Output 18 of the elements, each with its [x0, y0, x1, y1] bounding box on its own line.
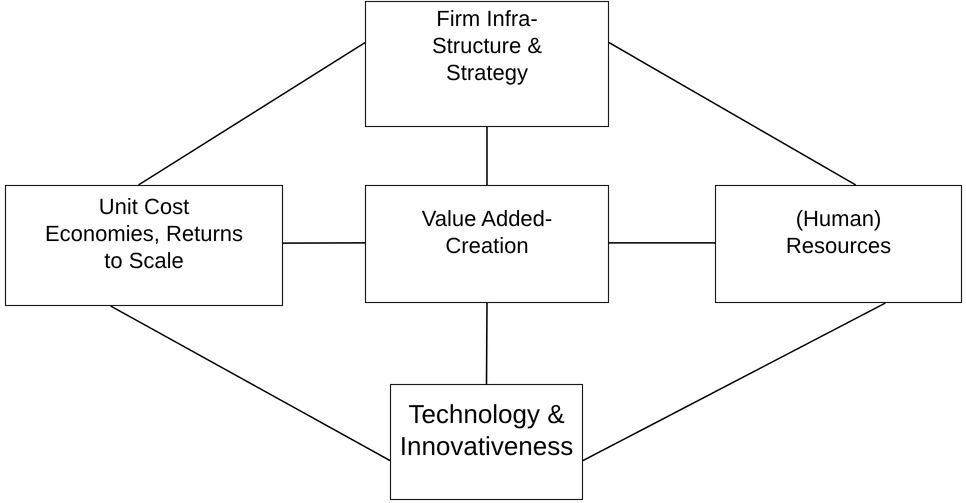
- box-label: Firm Infra-Structure & Strategy: [430, 6, 544, 86]
- box-label: Technology & Innovativeness: [398, 399, 574, 462]
- connector-line: [110, 305, 390, 462]
- connector-line: [582, 302, 886, 462]
- connector-line: [138, 42, 366, 186]
- box-label: Unit Cost Economies, Returns to Scale: [44, 194, 244, 274]
- box-label: (Human) Resources: [784, 206, 892, 260]
- process-box: [365, 1, 609, 127]
- process-box: [715, 185, 962, 303]
- connector-line: [608, 42, 856, 186]
- process-box: [390, 384, 583, 500]
- connector-line: [609, 242, 715, 244]
- connector-line: [283, 242, 365, 244]
- box-label: Value Added-Creation: [420, 206, 554, 260]
- process-box: [365, 185, 609, 303]
- process-box: [5, 185, 283, 306]
- connector-line: [486, 127, 488, 185]
- connector-line: [486, 303, 488, 384]
